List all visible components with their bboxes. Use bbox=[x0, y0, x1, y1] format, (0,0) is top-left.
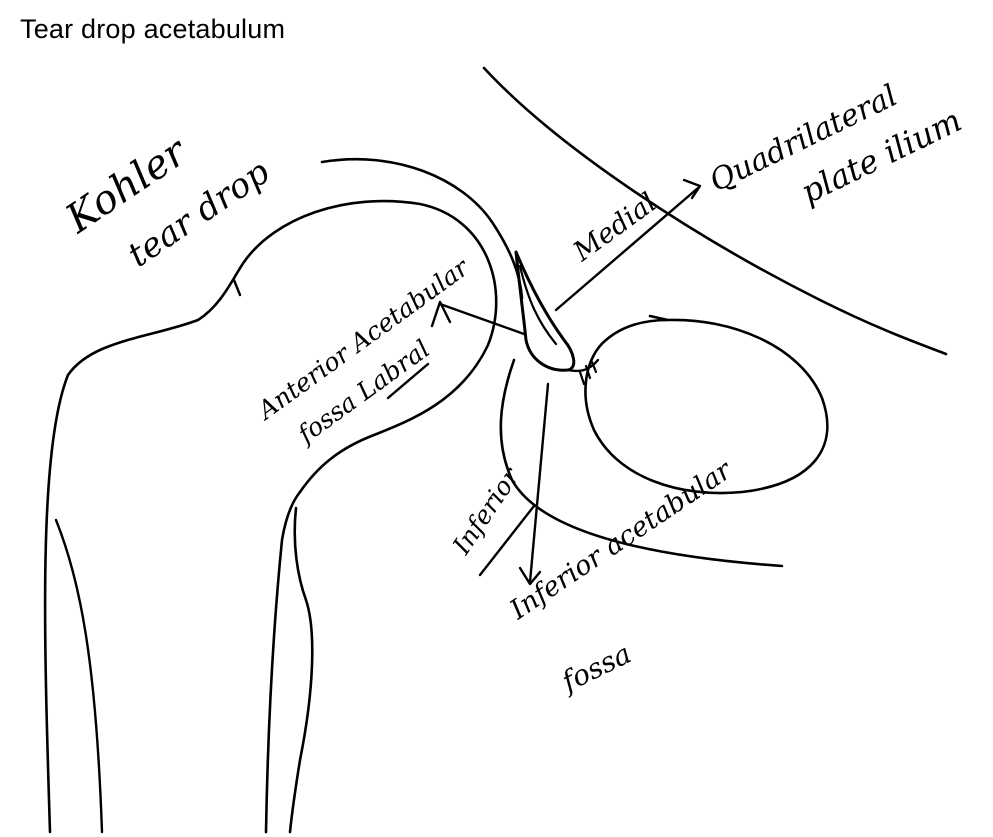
inferior-tick bbox=[478, 504, 536, 577]
femur-outer-contour bbox=[43, 199, 498, 834]
label-fossa: fossa bbox=[555, 637, 637, 699]
contour-tick bbox=[232, 278, 242, 297]
inferior-arrowhead bbox=[518, 566, 542, 586]
label-inferior: Inferior bbox=[446, 461, 526, 560]
medial-arrowhead bbox=[682, 178, 702, 200]
labral-underline bbox=[386, 362, 430, 400]
iliopectineal-line bbox=[482, 66, 948, 356]
femur-shaft-left bbox=[54, 518, 104, 834]
teardrop-outline bbox=[514, 250, 576, 372]
teardrop-junction-hatch bbox=[578, 360, 598, 386]
femur-inner-contour bbox=[264, 490, 302, 834]
femoral-head-inner-arc bbox=[499, 358, 784, 568]
teardrop-tail bbox=[566, 358, 600, 373]
anterior-fossa-pointer bbox=[438, 302, 526, 336]
lesser-trochanter bbox=[288, 506, 314, 834]
medial-pointer bbox=[554, 186, 700, 312]
teardrop-inner bbox=[518, 264, 558, 346]
label-medial: Medial bbox=[567, 187, 662, 268]
anterior-fossa-arrowhead bbox=[430, 300, 452, 328]
inferior-pointer bbox=[528, 382, 550, 584]
obturator-oval bbox=[584, 314, 829, 495]
note-title: Tear drop acetabulum bbox=[20, 14, 286, 44]
